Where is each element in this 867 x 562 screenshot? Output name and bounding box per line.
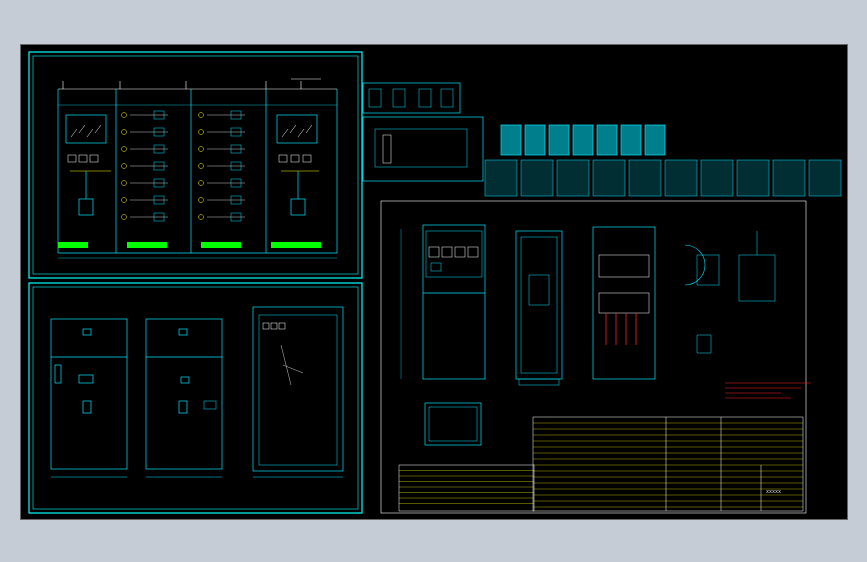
drawing-svg bbox=[28, 51, 842, 514]
detail-strip-top[interactable] bbox=[362, 82, 842, 197]
cad-drawing-canvas[interactable]: xxxxx bbox=[20, 44, 848, 520]
sheet-assembly-drawing[interactable] bbox=[380, 200, 811, 514]
sheet-cabinet-front-views[interactable] bbox=[28, 282, 363, 514]
title-block-label: xxxxx bbox=[766, 489, 782, 495]
sheet-single-line-diagram[interactable] bbox=[28, 51, 363, 279]
